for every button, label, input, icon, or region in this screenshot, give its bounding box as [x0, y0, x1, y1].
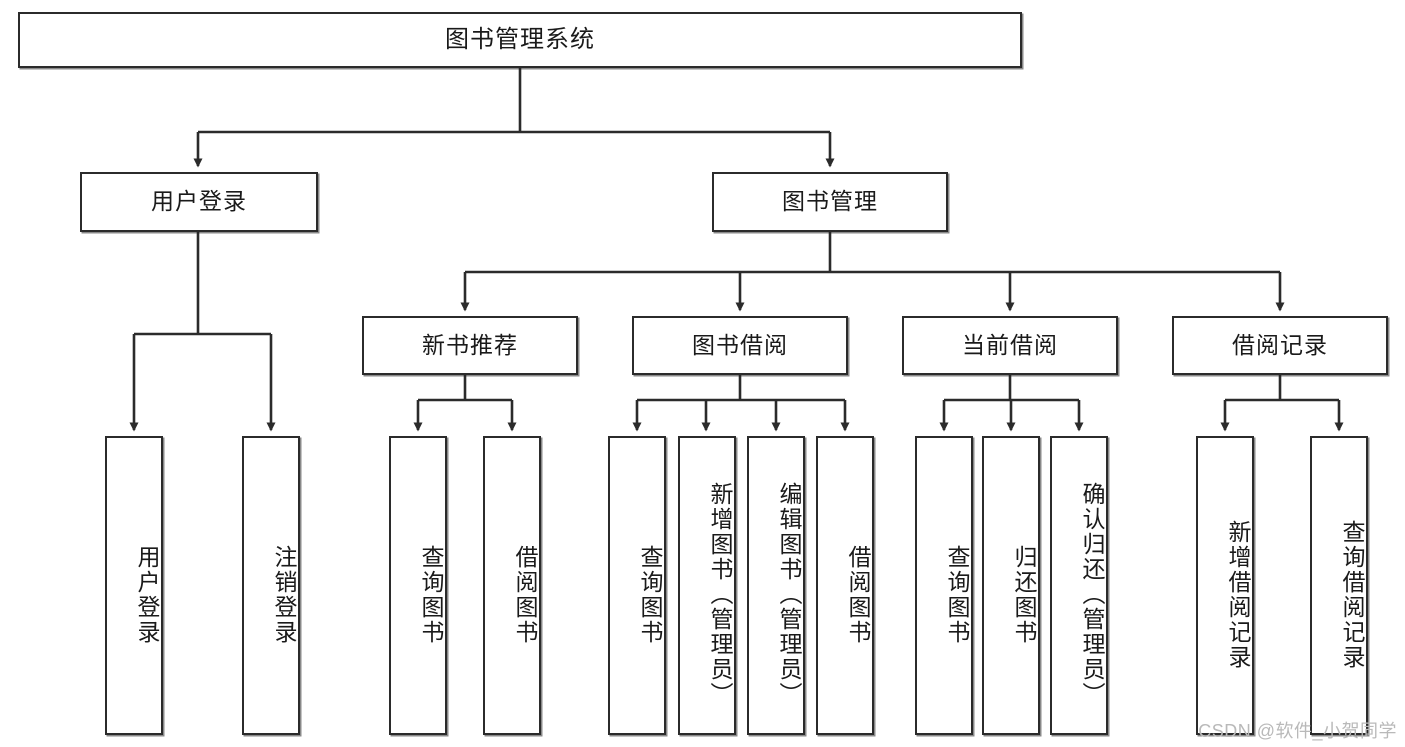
node-new-book-recommend[interactable]: 新书推荐 [362, 316, 578, 375]
leaf-query-book-borrow[interactable]: 查询图书 [608, 436, 666, 735]
node-label: 注销登录 [271, 544, 297, 645]
node-user-login[interactable]: 用户登录 [80, 172, 318, 232]
leaf-query-borrow-record[interactable]: 查询借阅记录 [1310, 436, 1368, 735]
node-label: 图书管理 [782, 188, 878, 215]
node-root-system[interactable]: 图书管理系统 [18, 12, 1022, 68]
node-label: 确认归还（管理员） [1079, 482, 1105, 707]
leaf-return-book[interactable]: 归还图书 [982, 436, 1040, 735]
node-label: 图书借阅 [692, 331, 788, 358]
node-borrow-record[interactable]: 借阅记录 [1172, 316, 1388, 375]
csdn-watermark: CSDN @软件_小贺同学 [1198, 721, 1397, 741]
node-current-borrow[interactable]: 当前借阅 [902, 316, 1118, 375]
node-label: 用户登录 [134, 544, 160, 645]
node-label: 当前借阅 [962, 331, 1058, 358]
leaf-borrow-book-recommend[interactable]: 借阅图书 [483, 436, 541, 735]
leaf-add-borrow-record[interactable]: 新增借阅记录 [1196, 436, 1254, 735]
node-label: 查询图书 [418, 544, 444, 645]
leaf-borrow-book[interactable]: 借阅图书 [816, 436, 874, 735]
node-label: 查询图书 [944, 544, 970, 645]
node-label: 用户登录 [151, 188, 247, 215]
node-label: 新增借阅记录 [1225, 519, 1251, 670]
leaf-confirm-return[interactable]: 确认归还（管理员） [1050, 436, 1108, 735]
leaf-query-book-current[interactable]: 查询图书 [915, 436, 973, 735]
node-book-borrow[interactable]: 图书借阅 [632, 316, 848, 375]
node-label: 编辑图书（管理员） [776, 482, 802, 707]
leaf-logout[interactable]: 注销登录 [242, 436, 300, 735]
node-label: 图书管理系统 [445, 25, 595, 53]
node-label: 借阅图书 [512, 544, 538, 645]
node-label: 新书推荐 [422, 331, 518, 358]
node-label: 查询借阅记录 [1339, 519, 1365, 670]
node-label: 查询图书 [637, 544, 663, 645]
node-label: 归还图书 [1011, 544, 1037, 645]
node-label: 借阅记录 [1232, 331, 1328, 358]
leaf-add-book[interactable]: 新增图书（管理员） [678, 436, 736, 735]
leaf-query-book-recommend[interactable]: 查询图书 [389, 436, 447, 735]
node-label: 借阅图书 [845, 544, 871, 645]
leaf-user-login[interactable]: 用户登录 [105, 436, 163, 735]
node-label: 新增图书（管理员） [707, 482, 733, 707]
node-book-manage[interactable]: 图书管理 [712, 172, 948, 232]
leaf-edit-book[interactable]: 编辑图书（管理员） [747, 436, 805, 735]
